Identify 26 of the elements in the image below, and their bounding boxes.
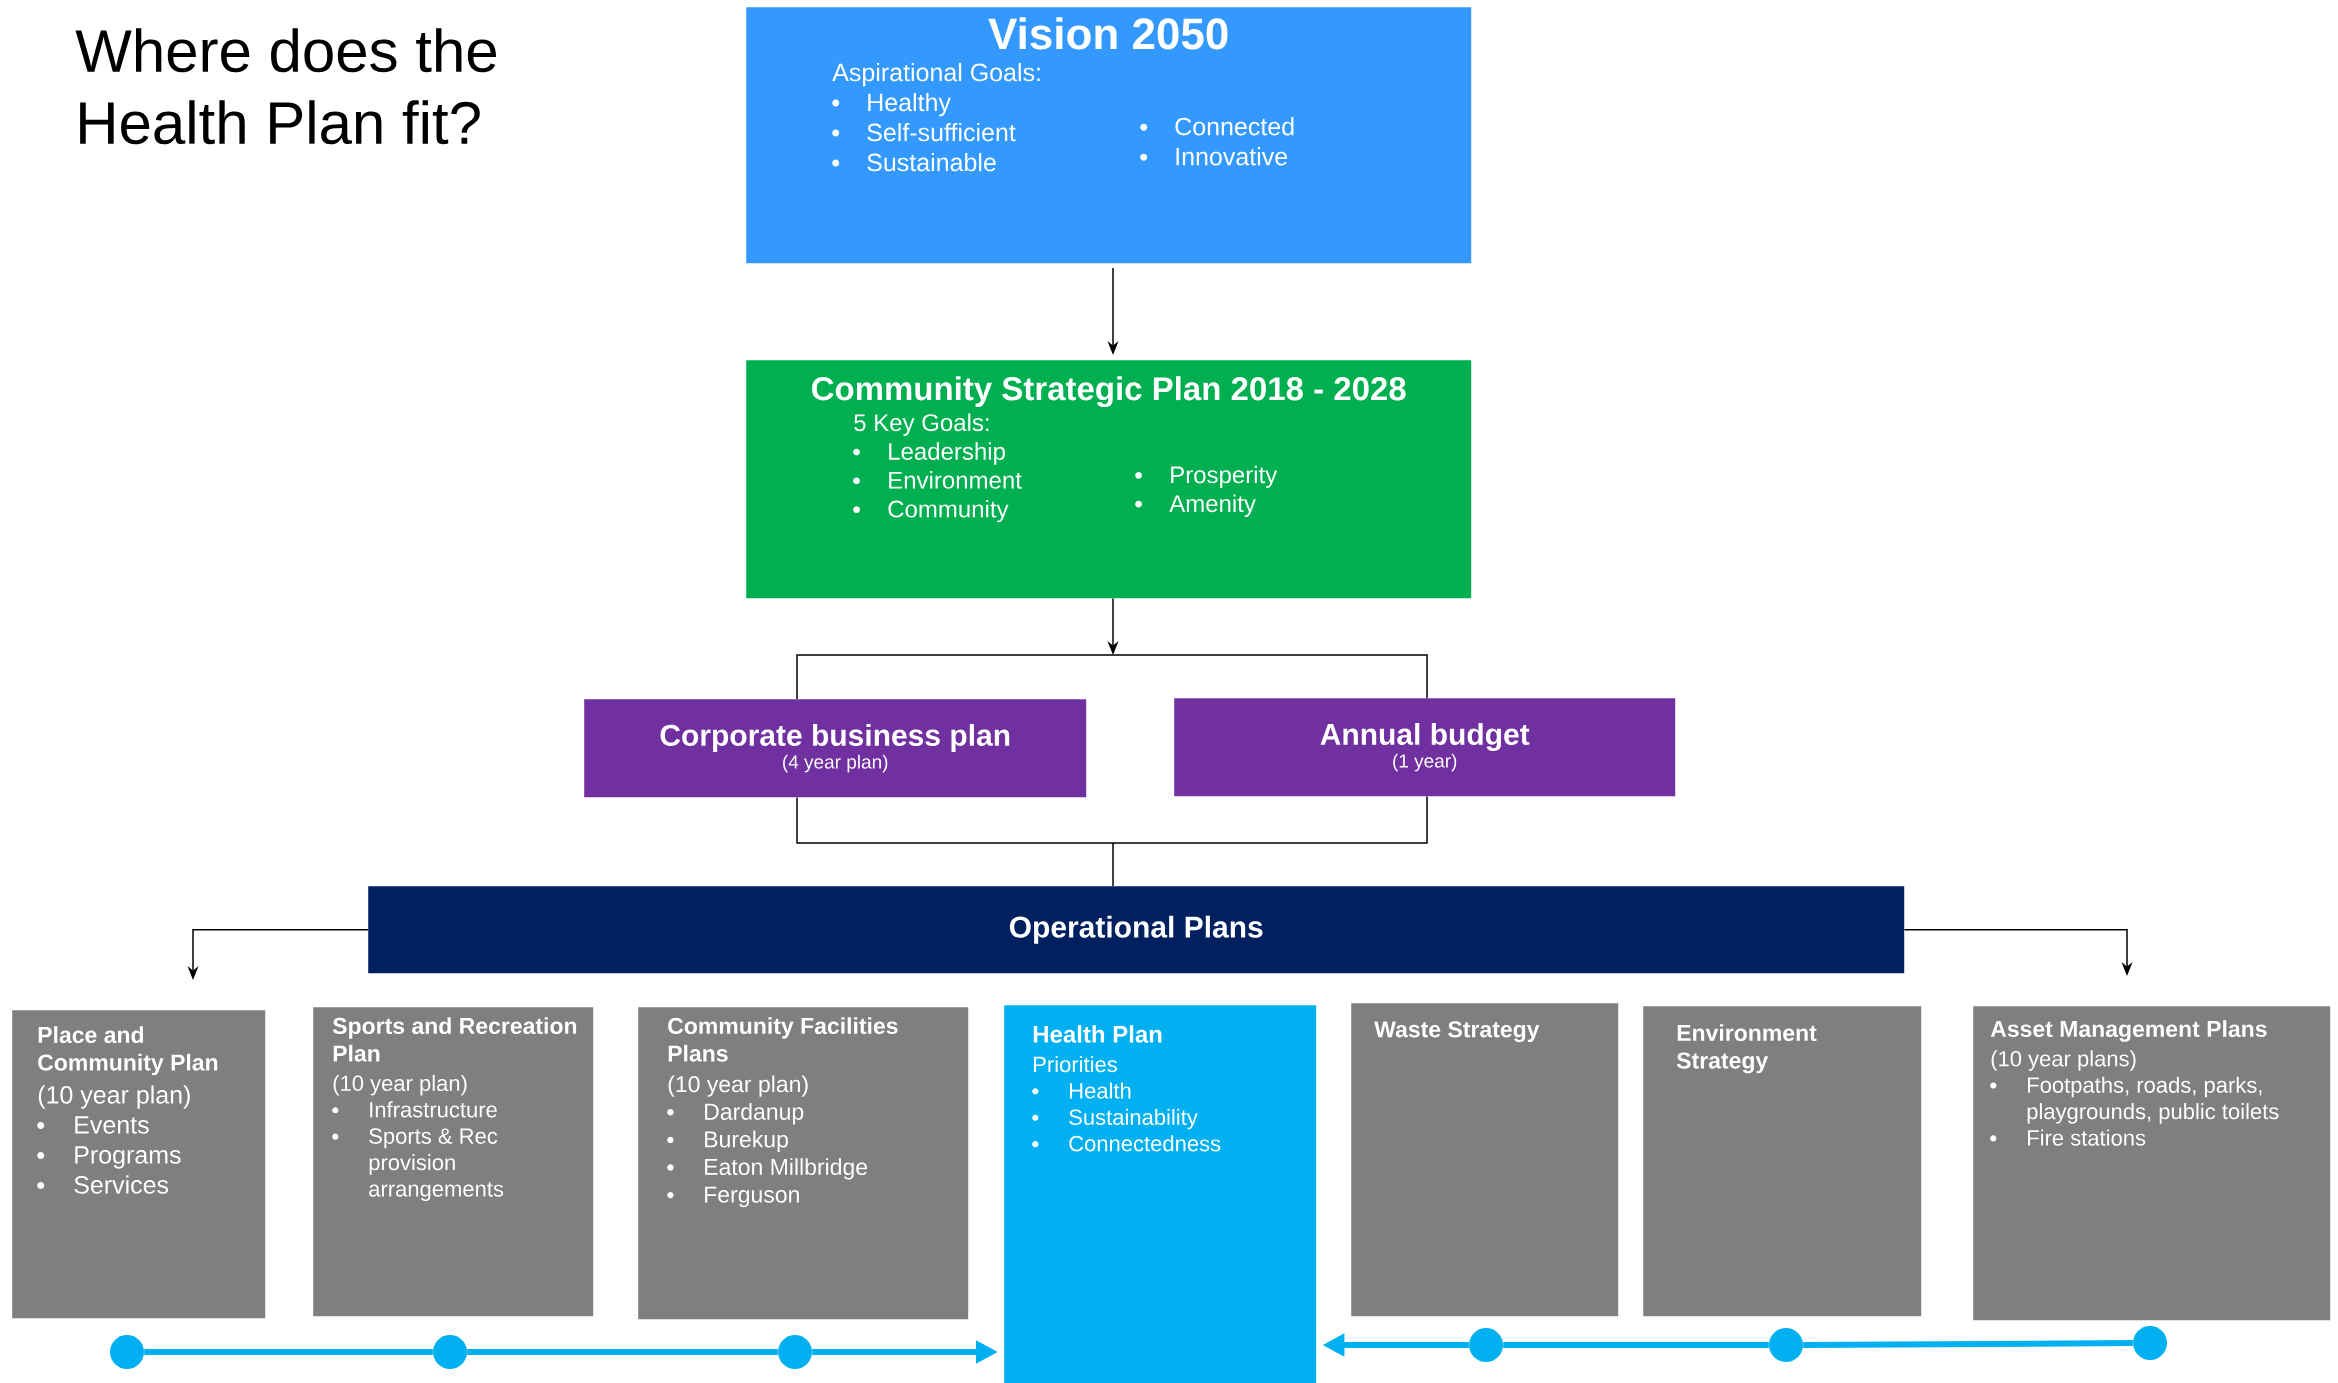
bracket-line bbox=[796, 654, 1428, 700]
plan-box: Community Facilities Plans (10 year plan) Dardanup Burekup Eaton Millbridge Ferguson bbox=[638, 1007, 969, 1320]
plan-box: Corporate business plan (4 year plan) bbox=[584, 699, 1087, 798]
plan-box: Community Strategic Plan 2018 - 2028 5 Key Goals: Leadership Environment Community Prosperity Amenity bbox=[746, 360, 1472, 599]
plan-box: Sports and Recreation Plan (10 year plan) Infrastructure Sports & Rec provision arrangements bbox=[313, 1007, 594, 1317]
plan-box: Operational Plans bbox=[368, 886, 1905, 974]
timeline-dot bbox=[110, 1335, 144, 1369]
timeline-line bbox=[1803, 1340, 2133, 1348]
plan-box: Environment Strategy bbox=[1643, 1006, 1922, 1317]
plan-box: Annual budget (1 year) bbox=[1174, 698, 1676, 797]
timeline-dot bbox=[433, 1335, 467, 1369]
timeline-dot bbox=[778, 1335, 812, 1369]
plan-box: Place and Community Plan (10 year plan) Events Programs Services bbox=[12, 1010, 266, 1319]
timeline-dot bbox=[1469, 1328, 1503, 1362]
timeline-line bbox=[144, 1349, 433, 1355]
timeline-dot bbox=[2133, 1326, 2167, 1360]
timeline-dot bbox=[1769, 1328, 1803, 1362]
plan-box: Vision 2050 Aspirational Goals: Healthy Self-sufficient Sustainable Connected Innovative bbox=[746, 7, 1472, 264]
plan-box: Health Plan Priorities Health Sustainability Connectedness bbox=[1004, 1005, 1317, 1383]
bracket-line bbox=[796, 795, 1428, 844]
plan-box: Asset Management Plans (10 year plans) Footpaths, roads, parks, playgrounds, public toilets Fire stations bbox=[1973, 1006, 2331, 1321]
connector-line bbox=[1112, 842, 1114, 887]
timeline-line bbox=[1503, 1342, 1769, 1348]
timeline-line bbox=[467, 1349, 778, 1355]
title: Where does the Health Plan fit? bbox=[75, 28, 497, 145]
plan-box: Waste Strategy bbox=[1351, 1003, 1619, 1317]
